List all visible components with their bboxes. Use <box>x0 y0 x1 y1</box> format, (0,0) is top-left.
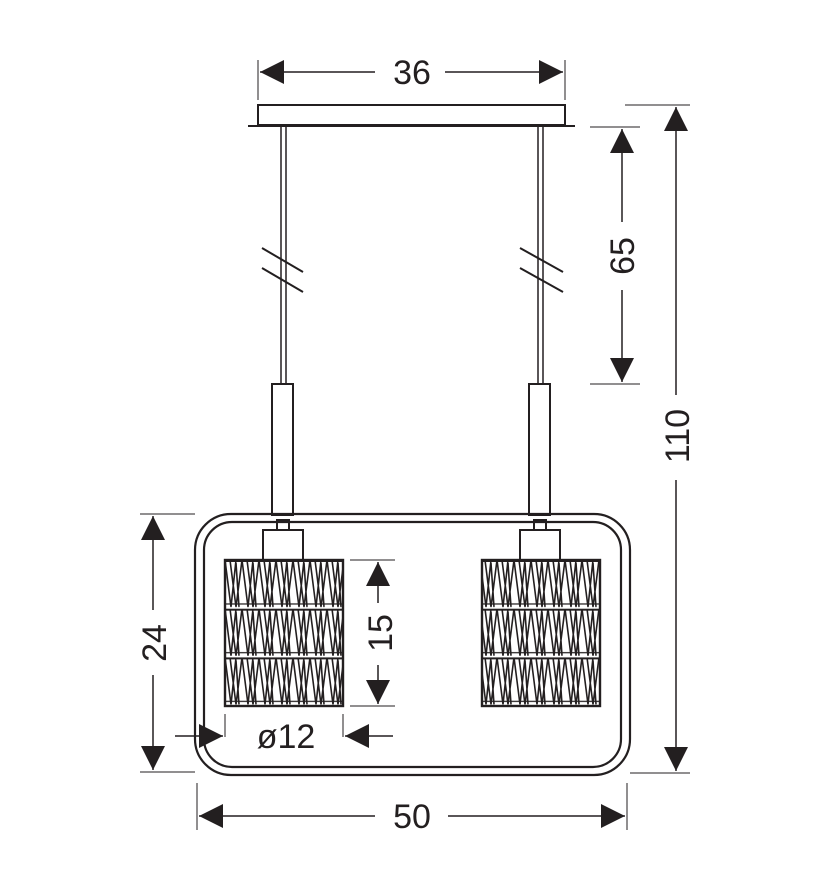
label-frame-width: 50 <box>393 798 431 836</box>
dimension-shade-height: 15 <box>350 559 400 707</box>
dimension-canopy-width: 36 <box>257 54 566 100</box>
tubes <box>271 383 551 516</box>
label-frame-height: 24 <box>136 624 174 662</box>
dimension-frame-width: 50 <box>196 783 628 836</box>
label-canopy-width: 36 <box>393 54 431 92</box>
label-cable-length: 65 <box>604 237 642 275</box>
dimension-shade-diameter: ø12 <box>175 714 393 756</box>
label-shade-height: 15 <box>362 614 400 652</box>
shade-right <box>480 519 602 708</box>
label-total-height: 110 <box>659 409 697 463</box>
dimension-total-height: 110 <box>625 104 697 774</box>
suspension-cables <box>261 127 564 384</box>
dimension-frame-height: 24 <box>136 513 195 773</box>
shade-left <box>223 519 345 708</box>
canopy <box>248 104 575 127</box>
rectangular-frame <box>193 512 632 777</box>
dimension-cable-length: 65 <box>590 126 642 385</box>
label-shade-diameter: ø12 <box>257 718 316 756</box>
